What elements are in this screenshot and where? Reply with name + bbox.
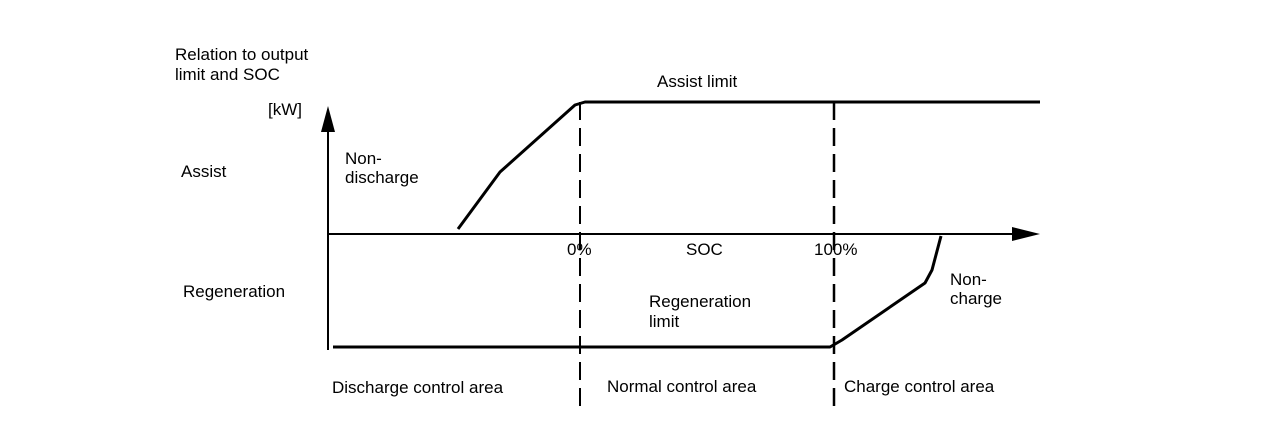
- assist-label: Assist: [181, 162, 227, 181]
- regeneration-limit-curve: [333, 235, 943, 349]
- unit-label: [kW]: [268, 100, 302, 119]
- diagram-title-line1: Relation to output: [175, 45, 309, 64]
- non-discharge-label-line2: discharge: [345, 168, 419, 187]
- assist-limit-label: Assist limit: [657, 72, 738, 91]
- non-discharge-label-line1: Non-: [345, 149, 382, 168]
- regeneration-limit-label-line1: Regeneration: [649, 292, 752, 311]
- x-axis-arrow: [1012, 227, 1040, 241]
- regeneration-label: Regeneration: [183, 282, 286, 301]
- non-charge-label-line2: charge: [950, 289, 1002, 308]
- regeneration-limit-label-line2: limit: [649, 312, 680, 331]
- discharge-control-area-label: Discharge control area: [332, 378, 504, 397]
- diagram-title-line2: limit and SOC: [175, 65, 280, 84]
- tick-100-percent: 100%: [814, 240, 858, 259]
- charge-control-area-label: Charge control area: [844, 377, 995, 396]
- non-charge-label-line1: Non-: [950, 270, 987, 289]
- y-axis-arrow: [321, 106, 335, 132]
- soc-axis-label: SOC: [686, 240, 723, 259]
- tick-0-percent: 0%: [567, 240, 592, 259]
- assist-limit-curve: [456, 100, 1040, 230]
- normal-control-area-label: Normal control area: [607, 377, 757, 396]
